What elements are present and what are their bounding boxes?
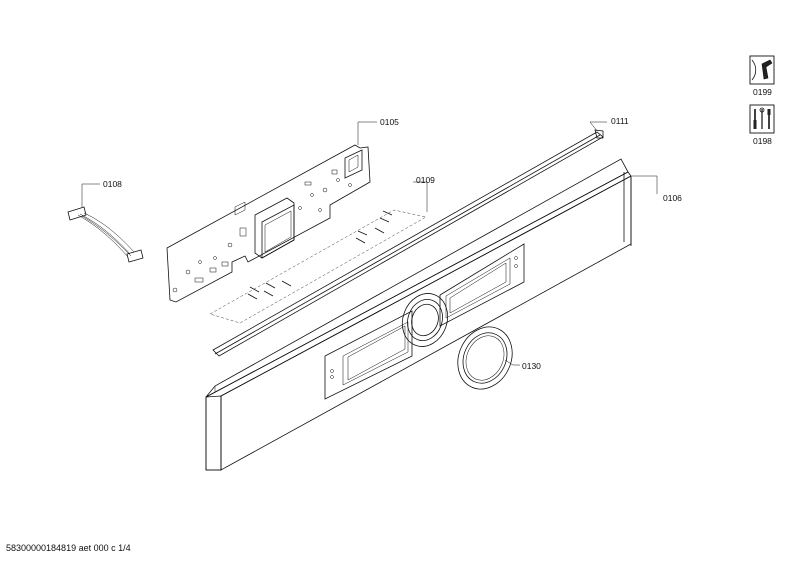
- document-id: 58300000184819 aet 000 c 1/4: [6, 543, 131, 553]
- tools-icon: [749, 104, 775, 134]
- control-panel-front: [205, 158, 632, 471]
- label-0111: 0111: [611, 116, 629, 126]
- wrench-book-icon: [749, 55, 775, 85]
- label-0130: 0130: [522, 361, 541, 371]
- label-0108: 0108: [103, 179, 122, 189]
- label-0105: 0105: [380, 117, 399, 127]
- knob-ring: [457, 326, 513, 390]
- label-0199: 0199: [753, 87, 772, 97]
- label-0109: 0109: [416, 175, 435, 185]
- cable-harness: [67, 206, 144, 263]
- label-0106: 0106: [663, 193, 682, 203]
- seal-strip: [212, 129, 604, 357]
- leader-lines: [81, 121, 658, 366]
- label-0198: 0198: [753, 136, 772, 146]
- electronic-module: [166, 144, 371, 303]
- pushbutton-rods: [209, 209, 427, 324]
